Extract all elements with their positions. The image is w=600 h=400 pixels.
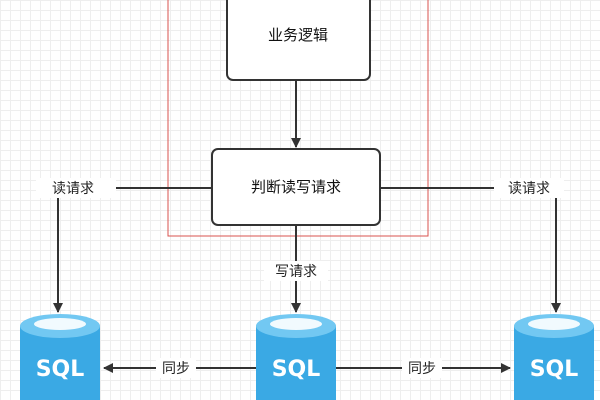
- read-right-line: [380, 187, 561, 313]
- database-left-label: SQL: [36, 357, 85, 382]
- read-left-line: [53, 187, 212, 313]
- app-container: [167, 0, 429, 237]
- database-right-label: SQL: [530, 357, 579, 382]
- database-right: SQL: [514, 314, 594, 400]
- database-center-label: SQL: [272, 357, 321, 382]
- business-logic-box: [226, 0, 371, 81]
- database-center: SQL: [256, 314, 336, 400]
- read-right-label: 读请求: [508, 180, 550, 197]
- business-logic-label: 业务逻辑: [268, 26, 328, 44]
- database-left: SQL: [20, 314, 100, 400]
- sync-left-label: 同步: [162, 361, 190, 377]
- read-left-label: 读请求: [52, 180, 94, 197]
- sync-right-label: 同步: [408, 361, 436, 377]
- write-label: 写请求: [275, 264, 317, 280]
- judge-rw-label: 判断读写请求: [251, 178, 341, 196]
